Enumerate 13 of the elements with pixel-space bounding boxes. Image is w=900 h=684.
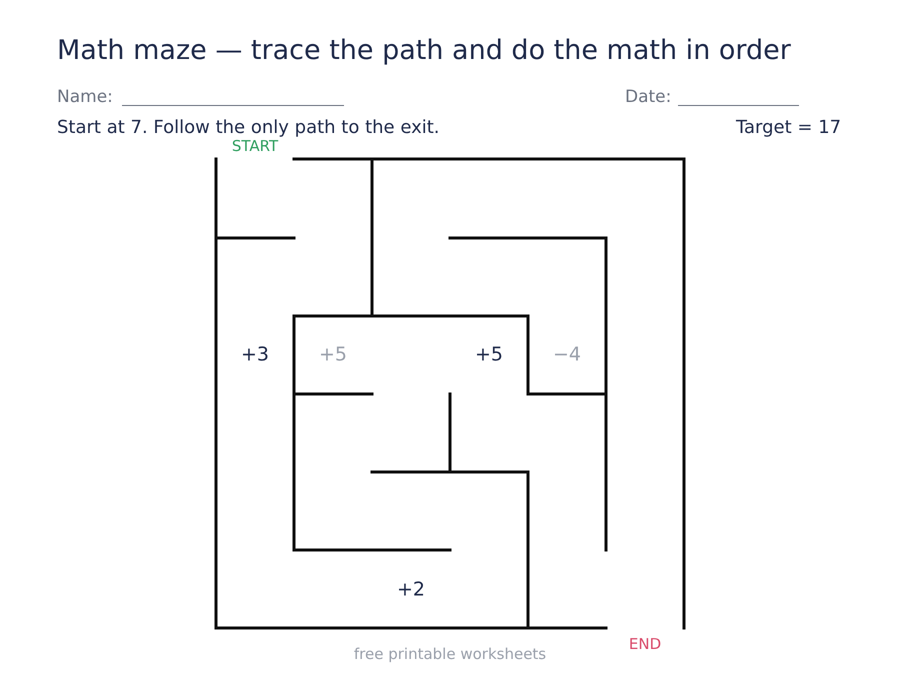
- step-value: −4: [553, 344, 581, 366]
- date-label: Date:: [625, 88, 672, 107]
- worksheet-title: Math maze — trace the path and do the math in order: [57, 36, 791, 66]
- instruction-text: Start at 7. Follow the only path to the exit.: [57, 118, 440, 138]
- step-value: +2: [397, 580, 425, 600]
- step-value: +5: [319, 344, 347, 366]
- footer-text: free printable worksheets: [354, 646, 546, 662]
- end-label: END: [628, 636, 662, 652]
- step-value: +5: [475, 344, 503, 366]
- name-label: Name:: [57, 88, 113, 107]
- target-text: Target = 17: [736, 118, 842, 138]
- step-value: +3: [241, 344, 269, 366]
- start-label: START: [232, 138, 278, 154]
